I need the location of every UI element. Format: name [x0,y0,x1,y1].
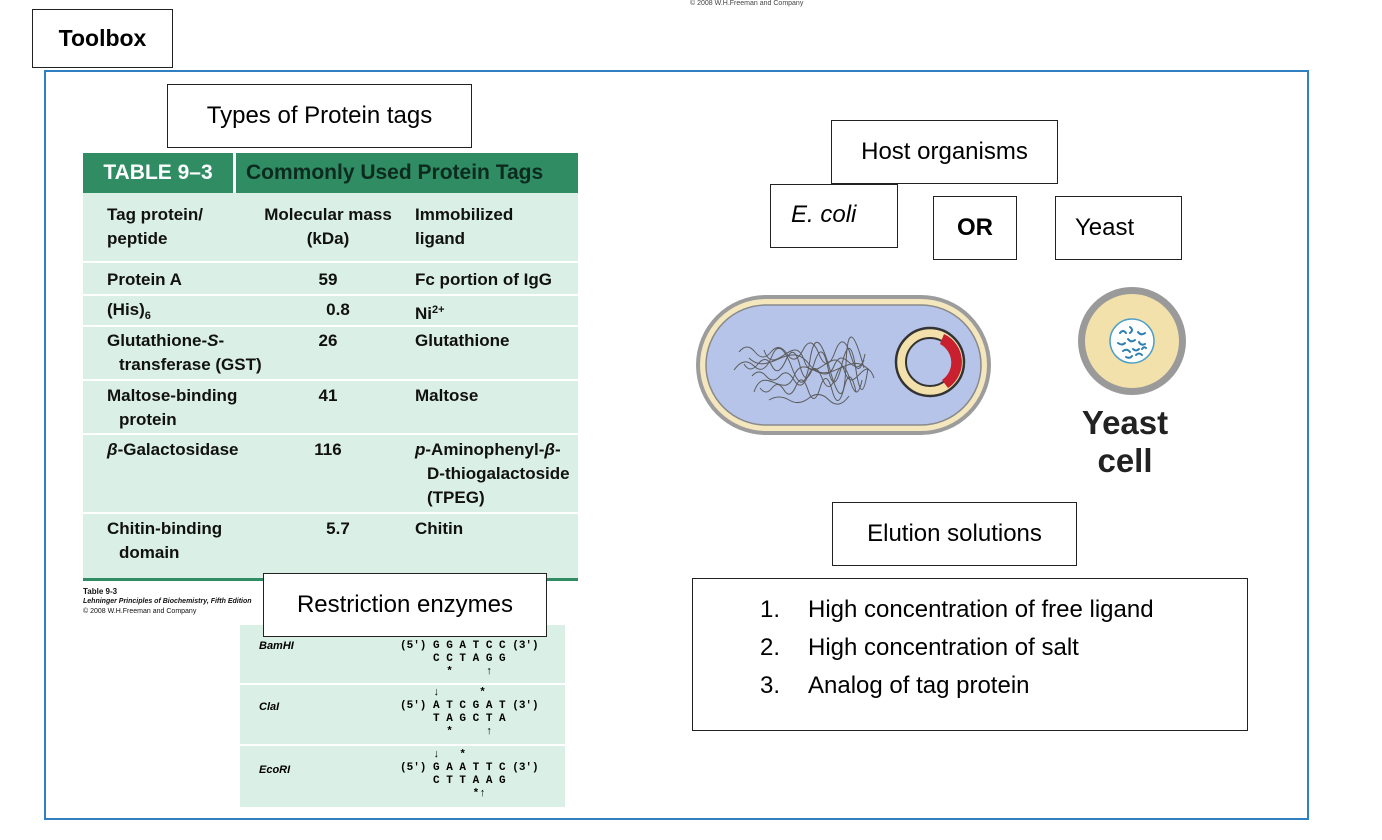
table-title: Commonly Used Protein Tags [246,161,544,184]
yeast-cell-caption: Yeast cell [1081,404,1169,479]
ecoli-chromosome [733,336,875,405]
row-separator [83,294,578,296]
row-separator [83,379,578,381]
table-number: TABLE 9–3 [103,161,213,184]
enzyme-sequence: ↓ * (5′) G G A T C C (3′) C C T A G G * … [400,627,539,678]
row-separator [83,512,578,514]
toolbox-title: Toolbox [32,9,173,68]
ecoli-cell-illustration [696,295,991,435]
toolbox-frame [44,70,1309,820]
ecoli-label: E. coli [770,184,898,248]
protein-tag-table: TABLE 9–3 Commonly Used Protein Tags Tag… [83,153,578,581]
row-separator [83,325,578,327]
copyright-notice: © 2008 W.H.Freeman and Company [690,0,804,7]
col-header-tag: Tag protein/peptide [107,205,204,248]
enzyme-name: ClaI [259,701,280,713]
plasmid [894,326,966,398]
yeast-label: Yeast [1055,196,1182,260]
yeast-cell-illustration [1078,287,1186,395]
enzyme-name: BamHI [259,640,294,652]
table-caption: Table 9-3 Lehninger Principles of Bioche… [83,587,252,615]
enzyme-sequence: ↓ * (5′) A T C G A T (3′) T A G C T A * … [400,687,539,738]
host-organisms-label: Host organisms [831,120,1058,184]
restriction-enzymes-label: Restriction enzymes [263,573,547,637]
elution-solutions-label: Elution solutions [832,502,1077,566]
plasmid-insert [940,334,962,388]
table-header: TABLE 9–3 Commonly Used Protein Tags [83,153,578,193]
enzyme-sequence: ↓ * (5′) G A A T T C (3′) C T T A A G *↑ [400,749,539,800]
row-separator [240,683,565,685]
restriction-enzyme-table: BamHI ↓ * (5′) G G A T C C (3′) C C T A … [240,625,565,807]
or-label: OR [933,196,1017,260]
table-header-divider [233,153,236,193]
elution-solutions-list: 1.High concentration of free ligand 2.Hi… [692,578,1248,731]
row-separator [83,261,578,263]
protein-tags-label: Types of Protein tags [167,84,472,148]
col-header-mass: Molecular mass(kDa) [264,205,392,248]
row-separator [83,433,578,435]
yeast-chromosomes [1117,326,1147,359]
enzyme-name: EcoRI [259,764,291,776]
row-separator [240,744,565,746]
